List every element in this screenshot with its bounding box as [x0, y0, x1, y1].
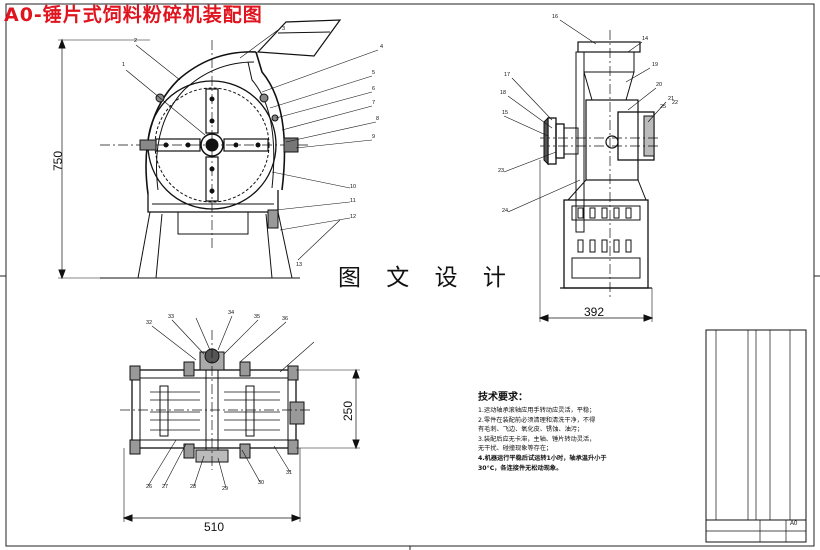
- callout-number: 8: [376, 116, 380, 122]
- callout-number: 15: [502, 110, 509, 116]
- callout-number: 34: [228, 310, 235, 316]
- callout-number: 4: [380, 44, 384, 50]
- title-block-drawing-no: A0: [790, 521, 798, 527]
- callout-number: 13: [296, 262, 303, 268]
- callout-number: 31: [286, 470, 293, 476]
- callout-number: 6: [372, 86, 376, 92]
- callout-number: 33: [168, 314, 175, 320]
- callout-number: 26: [146, 484, 153, 490]
- requirement-line: 4.机器运行平稳后试运转1小时，轴承温升小于: [478, 454, 607, 462]
- title-block: [705, 329, 807, 543]
- requirement-line: 有毛刺、飞边、氧化皮、锈蚀、油污；: [478, 426, 584, 434]
- callout-number: 14: [642, 36, 649, 42]
- callout-number: 7: [372, 100, 376, 106]
- technical-requirements-heading: 技术要求：: [478, 392, 528, 403]
- requirement-line: 无干扰、碰撞现象等存在；: [478, 445, 553, 453]
- callout-number: 11: [350, 198, 356, 204]
- dimension-top-depth: 250: [341, 400, 356, 422]
- requirement-line: 30°C，各连接件无松动现象。: [478, 464, 563, 472]
- dimension-side-width: 392: [584, 305, 605, 319]
- callout-number: 35: [254, 314, 261, 320]
- callout-number: 17: [504, 72, 511, 78]
- callout-number: 5: [372, 70, 376, 76]
- callout-number: 24: [502, 208, 509, 214]
- technical-requirements: 技术要求： 1.运动轴承滚轴应用手转动应灵活，平稳； 2.零件在装配前必须清理和…: [478, 388, 688, 473]
- callout-number: 2: [134, 38, 138, 44]
- requirement-line: 1.运动轴承滚轴应用手转动应灵活，平稳；: [478, 407, 596, 414]
- callout-number: 30: [258, 480, 265, 486]
- callout-number: 28: [190, 484, 197, 490]
- requirement-line: 3.装配后应无卡滞，主轴、锤片转动灵活，: [478, 435, 596, 443]
- callout-number: 21: [668, 96, 675, 102]
- callout-number: 36: [282, 316, 289, 322]
- dimension-top-width: 510: [204, 520, 225, 534]
- callout-number: 22: [672, 100, 679, 106]
- callout-number: 1: [122, 62, 126, 68]
- callout-number: 18: [500, 90, 507, 96]
- dimension-height: 750: [51, 150, 66, 172]
- callout-number: 25: [660, 104, 667, 110]
- callout-number: 19: [652, 62, 659, 68]
- callout-number: 9: [372, 134, 376, 140]
- callout-number: 20: [656, 82, 663, 88]
- callout-number: 16: [552, 14, 559, 20]
- side-view: [503, 19, 667, 322]
- callout-number: 27: [162, 484, 169, 490]
- callout-number: 10: [350, 184, 357, 190]
- drawing-title: A0-锤片式饲料粉碎机装配图: [4, 4, 263, 26]
- callout-number: 29: [222, 486, 229, 492]
- front-view: [58, 19, 379, 280]
- requirement-line: 2.零件在装配前必须清理和清洗干净，不得: [478, 416, 596, 424]
- callout-number: 12: [350, 214, 357, 220]
- drawing-frame: [0, 3, 820, 550]
- callout-number: 23: [498, 168, 505, 174]
- callout-number: 3: [282, 26, 286, 32]
- top-view: [120, 315, 360, 522]
- design-stamp: 图 文 设 计: [338, 265, 515, 291]
- callout-number: 32: [146, 320, 153, 326]
